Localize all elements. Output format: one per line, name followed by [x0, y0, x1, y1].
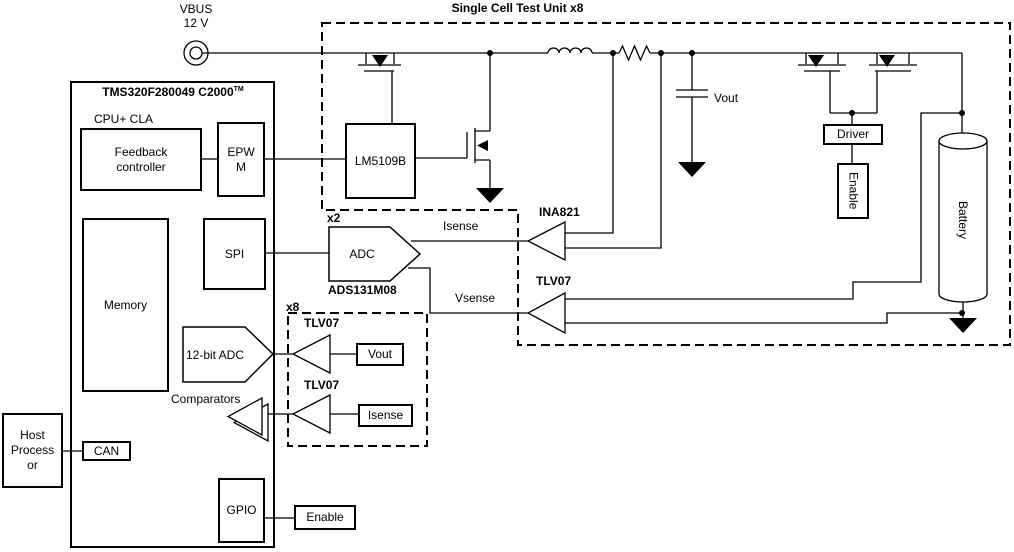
unit-title: Single Cell Test Unit x8 — [451, 1, 584, 15]
driver-box: Driver — [823, 124, 883, 145]
adc12-pentagon-icon — [182, 326, 275, 383]
comparator-icon — [226, 396, 269, 443]
tlv07-sense-label: TLV07 — [536, 274, 572, 288]
x8-group-dashed-border — [287, 312, 428, 447]
host-processor-box: Host Process or — [2, 413, 63, 488]
lm5109b-box: LM5109B — [345, 123, 416, 199]
mcu-title: TMS320F280049 C2000TM — [102, 85, 244, 99]
ground-icon — [678, 162, 706, 177]
memory-box: Memory — [82, 218, 169, 392]
output-capacitor-icon — [676, 53, 708, 162]
vbus-label: VBUS 12 V — [179, 2, 213, 31]
tlv07-isense-opamp-icon — [291, 393, 331, 435]
trademark-sup: TM — [233, 86, 244, 93]
protection-mosfet-icon — [798, 53, 846, 113]
tlv07-sense-opamp-icon — [526, 291, 566, 335]
cpu-cla-label: CPU+ CLA — [94, 112, 154, 126]
vout-box: Vout — [356, 343, 404, 366]
vout-cap-label: Vout — [714, 91, 739, 105]
adc-pentagon-icon — [328, 226, 422, 282]
isense-box: Isense — [358, 404, 413, 427]
single-cell-unit-dashed-border — [321, 22, 1011, 346]
adc-label: ADC — [349, 247, 375, 261]
feedback-controller-box: Feedback controller — [80, 128, 202, 191]
x2-label: x2 — [327, 211, 341, 225]
vbus-connector-icon — [183, 40, 209, 66]
x8-label: x8 — [286, 300, 300, 314]
comparators-label: Comparators — [171, 392, 241, 406]
ads131m08-label: ADS131M08 — [328, 283, 397, 297]
vsense-line-label: Vsense — [455, 291, 496, 305]
high-side-mosfet-icon — [358, 53, 401, 123]
shunt-resistor-icon — [618, 44, 651, 62]
low-side-mosfet-icon — [416, 53, 491, 188]
power-rail — [202, 44, 963, 133]
ground-icon — [949, 318, 977, 333]
enable-driver-box: Enable — [837, 163, 869, 219]
tlv07-b-label: TLV07 — [304, 378, 340, 392]
inductor-icon — [547, 47, 593, 54]
protection-mosfet-icon — [869, 53, 917, 113]
enable-output-box: Enable — [294, 505, 356, 530]
tlv07-vout-opamp-icon — [291, 333, 331, 375]
ground-icon — [476, 188, 504, 203]
junction-dots — [487, 50, 965, 316]
battery-label: Battery — [956, 200, 971, 239]
ina821-opamp-icon — [526, 220, 566, 262]
tlv07-a-label: TLV07 — [304, 316, 340, 330]
ina821-label: INA821 — [539, 205, 580, 219]
mcu-box — [70, 81, 275, 548]
gpio-box: GPIO — [218, 478, 265, 543]
epwm-box: EPW M — [217, 122, 265, 197]
interconnect-wires — [63, 158, 358, 519]
adc12-label: 12-bit ADC — [185, 348, 245, 362]
spi-box: SPI — [203, 218, 266, 290]
sense-wires — [408, 53, 962, 324]
isense-line-label: Isense — [443, 219, 479, 233]
can-box: CAN — [82, 441, 131, 461]
